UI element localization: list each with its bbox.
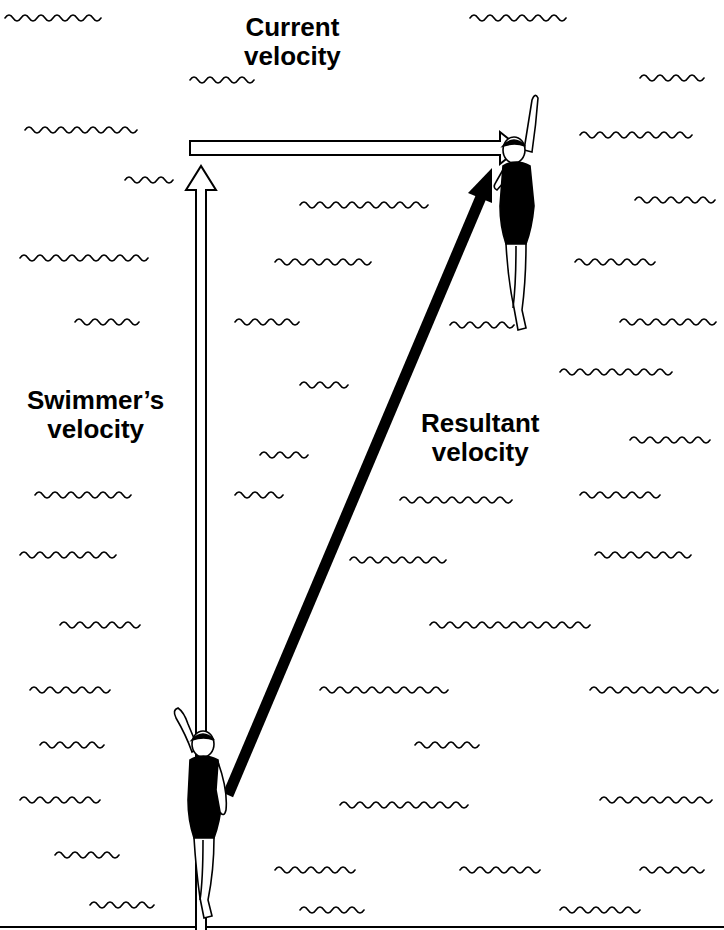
wave bbox=[55, 852, 119, 858]
wave bbox=[470, 15, 566, 21]
wave bbox=[340, 802, 468, 808]
wave bbox=[20, 797, 100, 803]
wave bbox=[35, 492, 131, 498]
wave bbox=[350, 557, 446, 563]
wave bbox=[415, 742, 479, 748]
wave bbox=[560, 369, 672, 375]
wave bbox=[640, 867, 704, 873]
wave bbox=[400, 497, 512, 503]
wave bbox=[60, 622, 140, 628]
wave bbox=[20, 552, 116, 558]
vector-label: Current velocity bbox=[240, 12, 345, 72]
bottom-rule bbox=[0, 926, 724, 928]
wave bbox=[300, 382, 348, 388]
wave bbox=[300, 907, 364, 913]
wave bbox=[630, 437, 710, 443]
wave bbox=[460, 867, 540, 873]
wave bbox=[575, 259, 655, 265]
wave bbox=[450, 322, 514, 328]
wave bbox=[560, 907, 640, 913]
water-waves bbox=[5, 15, 718, 913]
wave bbox=[275, 867, 355, 873]
wave bbox=[275, 259, 371, 265]
wave bbox=[125, 177, 173, 183]
wave bbox=[190, 77, 254, 83]
wave bbox=[90, 902, 154, 908]
vector-label: Swimmer’s velocity bbox=[23, 385, 168, 445]
wave bbox=[300, 202, 428, 208]
swimmer-figure bbox=[494, 95, 538, 330]
wave bbox=[620, 319, 716, 325]
resultant-vector bbox=[228, 197, 481, 795]
wave bbox=[235, 319, 299, 325]
wave bbox=[320, 687, 448, 693]
wave bbox=[590, 687, 718, 693]
wave bbox=[595, 552, 691, 558]
wave bbox=[600, 797, 712, 803]
wave bbox=[640, 75, 704, 81]
wave bbox=[30, 687, 110, 693]
wave bbox=[635, 197, 715, 203]
wave bbox=[20, 255, 148, 261]
wave bbox=[580, 492, 660, 498]
wave bbox=[235, 492, 283, 498]
wave bbox=[25, 127, 137, 133]
swimmer-figure bbox=[174, 708, 226, 918]
vector-label: Resultant velocity bbox=[417, 408, 543, 468]
wave bbox=[580, 132, 692, 138]
wave bbox=[260, 452, 308, 458]
wave bbox=[40, 742, 104, 748]
current-vector bbox=[190, 132, 520, 164]
wave bbox=[75, 319, 139, 325]
wave bbox=[5, 15, 101, 21]
wave bbox=[430, 622, 590, 628]
resultant-arrowhead bbox=[468, 168, 492, 203]
